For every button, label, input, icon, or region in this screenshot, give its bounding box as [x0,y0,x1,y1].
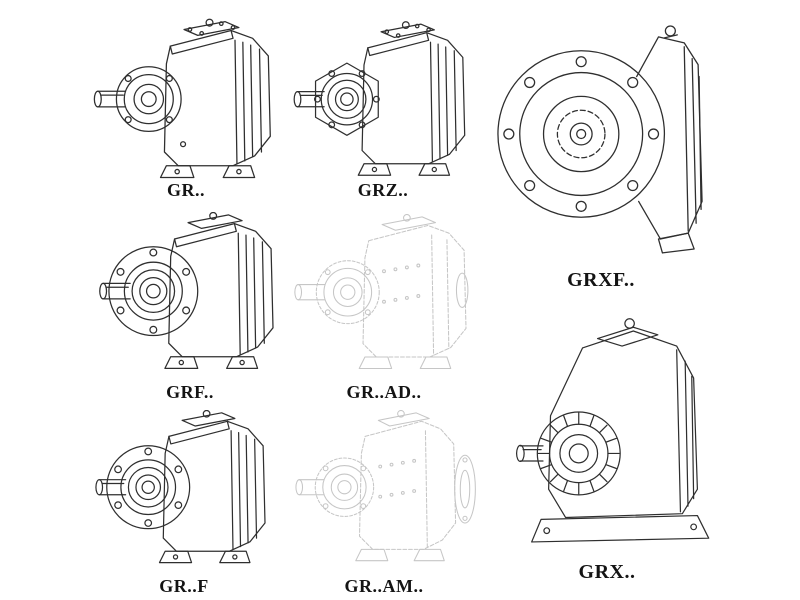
gearbox-drawing-gr-am [295,410,476,562]
gearbox-figure-grxf [492,4,710,266]
model-label-grx: GRX.. [578,561,636,583]
gearbox-drawing-grf [99,212,274,369]
gearbox-figure-grz [288,4,478,202]
model-label-grz: GRZ.. [357,180,409,200]
gearbox-drawing-gr-ad [294,214,469,369]
model-label-grxf: GRXF.. [567,269,635,291]
gearbox-drawing-grx [515,318,710,543]
gearbox-figure-gr-ad [285,214,483,378]
model-label-gr-f: GR..F [159,576,209,596]
gearbox-figure-grf [90,212,290,378]
model-label-grf: GRF.. [166,382,214,402]
model-label-gr-am: GR..AM.. [344,576,424,596]
gearbox-drawing-grxf [497,25,703,254]
gearbox-figure-grx [494,300,720,556]
model-label-gr: GR.. [167,180,205,200]
model-label-gr-ad: GR..AD.. [346,382,422,402]
gearbox-figure-gr-f [86,410,282,572]
gearbox-figure-gr [88,4,284,202]
gearbox-drawing-gr-f [95,410,266,564]
gearbox-drawing-grz [293,21,466,176]
gearbox-drawing-gr [93,18,271,179]
gearbox-figure-gr-am [285,410,483,572]
